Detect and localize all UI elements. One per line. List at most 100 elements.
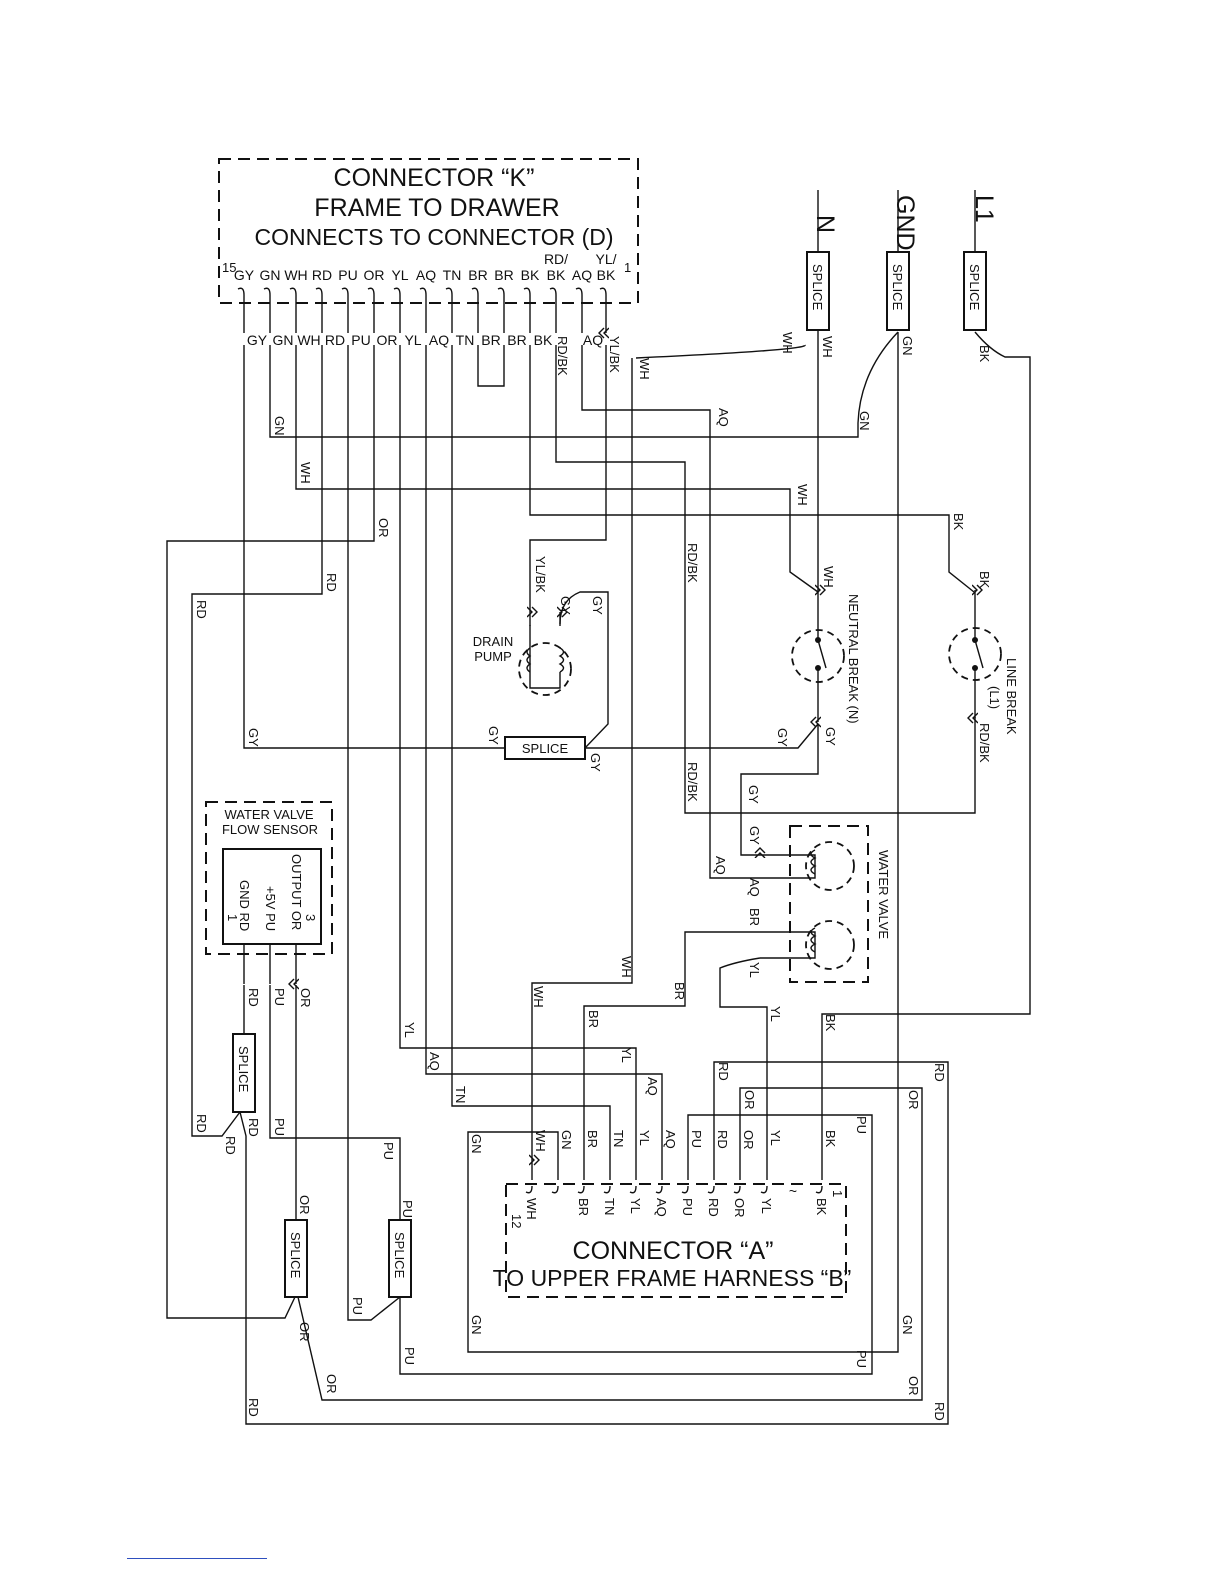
wire-label: GY (746, 785, 761, 804)
wire-label: RD (715, 1130, 730, 1149)
splice-label: SPLICE (236, 1046, 251, 1093)
wire-label: YL (768, 1130, 783, 1146)
connector-a-pin-last: 1 (830, 1190, 845, 1197)
wire-label: GY (775, 728, 790, 747)
wire-label: OR (298, 988, 313, 1008)
wire-label: BR (747, 908, 762, 926)
wire-label: OR (742, 1090, 757, 1110)
connector-k-title: CONNECTOR “K” (334, 164, 535, 192)
wire-label: PU (402, 1347, 417, 1365)
wire-label: WH (821, 566, 836, 588)
connector-k-pin-label: RD (312, 267, 332, 283)
harness-label-rdbk: RD/BK (555, 336, 570, 376)
wire-label: WH (795, 484, 810, 506)
connector-k-pin-ylbk-top: YL/ (595, 251, 616, 267)
flow-sensor: WATER VALVE FLOW SENSOR OUTPUT OR +5V PU… (205, 801, 333, 984)
wire-label: PU (272, 988, 287, 1006)
wire-label: YL (637, 1130, 652, 1146)
wire-label: RD/BK (685, 762, 700, 802)
wire-label: BR (672, 982, 687, 1000)
wire-label: BK (823, 1130, 838, 1148)
wire-labels: GY GN WH RD OR RD YL/BK GY GY GY GY WH A… (194, 332, 992, 1421)
connector-a-pin-label: OR (732, 1198, 747, 1218)
wire-label: RD (194, 600, 209, 619)
connector-a-title: CONNECTOR “A” (573, 1237, 774, 1265)
wire-label: BK (951, 513, 966, 531)
wire-label: PU (854, 1350, 869, 1368)
drain-pump-label-1: DRAIN (473, 634, 513, 649)
connector-a-subtitle: TO UPPER FRAME HARNESS “B” (493, 1265, 852, 1291)
splice-rd (232, 1033, 256, 1113)
wire-label: GN (900, 1315, 915, 1335)
wire-label: RD (223, 1136, 238, 1155)
wire-label: OR (324, 1374, 339, 1394)
connector-k-pin-rdbk-top: RD/ (544, 251, 568, 267)
harness-label: GN (273, 332, 294, 348)
connector-a-pin-first: 12 (509, 1214, 524, 1228)
power-supply: N GND L1 SPLICE SPLICE SPLICE (806, 190, 998, 331)
harness-wires (166, 330, 1031, 1425)
wire-label: RD/BK (685, 543, 700, 583)
flow-sensor-gnd: GND RD (237, 880, 252, 931)
neutral-break-label: NEUTRAL BREAK (N) (846, 594, 861, 724)
splice-n (806, 251, 830, 331)
line-label: L1 (970, 195, 998, 223)
splice-label: SPLICE (288, 1232, 303, 1279)
splice-gnd (886, 251, 910, 331)
connector-a-pin-label: AQ (654, 1198, 669, 1217)
harness-label: BR (507, 332, 526, 348)
splice-l1 (963, 251, 987, 331)
harness-label: WH (297, 332, 320, 348)
wire-label: GN (469, 1134, 484, 1154)
ground-label: GND (891, 195, 919, 251)
connector-k-pin-first: 15 (222, 260, 236, 275)
wire-label: RD (932, 1063, 947, 1082)
connector-k-pin-label: BK (521, 267, 540, 283)
wire-label: OR (297, 1322, 312, 1342)
wire-label: GY (588, 753, 603, 772)
flow-sensor-body (222, 848, 322, 945)
wire-label: TN (453, 1086, 468, 1103)
drain-pump-motor (518, 642, 572, 696)
splice-or (284, 1219, 308, 1298)
wire-label: YL (619, 1047, 634, 1063)
connector-k-note: CONNECTS TO CONNECTOR (D) (254, 224, 613, 250)
flow-sensor-pin3: 3 (303, 914, 318, 921)
connector-k-pin-label: TN (443, 267, 462, 283)
wire-label: GN (272, 416, 287, 436)
wire-label: WH (619, 956, 634, 978)
connector-k-pin-tails (237, 287, 607, 296)
wire-label: WH (780, 332, 795, 354)
wire-label: RD (324, 573, 339, 592)
connector-k-outline (218, 158, 639, 304)
wire-label: AQ (427, 1052, 442, 1071)
neutral-break-switch (791, 629, 845, 683)
splice-label: SPLICE (967, 264, 982, 311)
harness-label: AQ (429, 332, 449, 348)
connector-a-pin-label: BR (576, 1198, 591, 1216)
splice-center: SPLICE (504, 736, 586, 760)
wire-label: PU (854, 1116, 869, 1134)
harness-label: BR (481, 332, 500, 348)
wire-label: WH (533, 1130, 548, 1152)
connector-a-pin-label: YL (628, 1198, 643, 1214)
water-valve-coil-1 (805, 841, 855, 891)
flow-sensor-5v: +5V PU (263, 886, 278, 931)
wire-label: AQ (747, 878, 762, 897)
wire-label: PU (400, 1200, 415, 1218)
connector-a-pin-label: BK (814, 1198, 829, 1216)
connector-k-pin-label: BR (468, 267, 487, 283)
wire-label: RD (194, 1114, 209, 1133)
flow-sensor-title-2: FLOW SENSOR (222, 822, 318, 837)
wire-label: YL (402, 1022, 417, 1038)
flow-sensor-pin1: 1 (225, 914, 240, 921)
wire-label: GY (486, 726, 501, 745)
connector-k-pin-label: AQ (572, 267, 592, 283)
connector-k-pin-rdbk-bottom: BK (547, 267, 566, 283)
wire-label: OR (297, 1195, 312, 1215)
wire-label: BR (585, 1130, 600, 1148)
water-valve-outline (789, 825, 869, 983)
line-break: LINE BREAK (L1) (948, 590, 1019, 735)
wire-label: BK (823, 1014, 838, 1032)
wire-label: AQ (663, 1130, 678, 1149)
